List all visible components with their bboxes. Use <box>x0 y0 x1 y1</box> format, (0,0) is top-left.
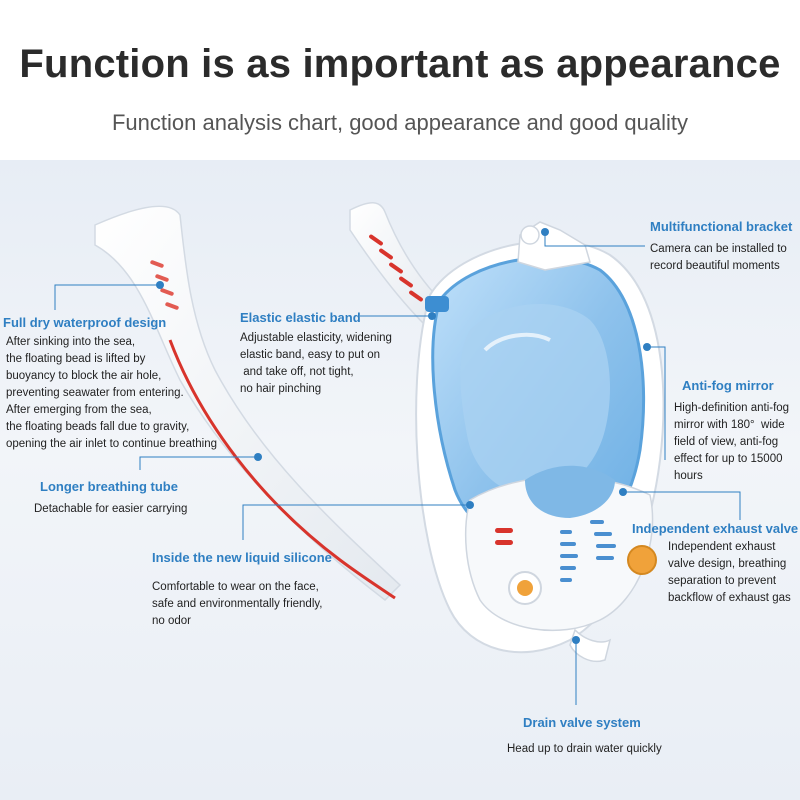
feature-text-line: safe and environmentally friendly, <box>152 598 323 610</box>
feature-tube-title: Longer breathing tube <box>40 479 178 494</box>
feature-text-line: Adjustable elasticity, widening <box>240 332 392 344</box>
feature-dry: Full dry waterproof design After sinking… <box>3 315 217 453</box>
feature-text-line: field of view, anti-fog <box>674 436 779 448</box>
mask-body <box>415 221 665 662</box>
feature-exhaust: Independent exhaust valve Independent ex… <box>632 521 798 607</box>
feature-silicone-title: Inside the new liquid silicone <box>152 550 332 565</box>
feature-text-line: record beautiful moments <box>650 260 780 272</box>
feature-bracket-title: Multifunctional bracket <box>650 219 793 234</box>
feature-text-line: separation to prevent <box>668 575 777 587</box>
feature-text-line: no odor <box>152 615 192 627</box>
feature-dry-text: After sinking into the sea, the floating… <box>6 334 217 453</box>
feature-text-line: Camera can be installed to <box>650 243 787 255</box>
feature-text-line: Comfortable to wear on the face, <box>152 581 319 593</box>
feature-drain: Drain valve system Head up to drain wate… <box>507 715 662 758</box>
feature-text-line: and take off, not tight, <box>240 366 354 378</box>
page-title: Function is as important as appearance <box>19 42 781 86</box>
feature-text-line: Head up to drain water quickly <box>507 743 662 755</box>
header: Function is as important as appearance F… <box>0 0 800 160</box>
feature-text-line: High-definition anti-fog <box>674 402 790 414</box>
feature-text-line: the floating bead is lifted by <box>6 353 146 365</box>
feature-text-line: hours <box>674 470 703 482</box>
feature-text-line: mirror with 180° wide <box>674 419 785 431</box>
feature-text-line: backflow of exhaust gas <box>668 592 791 604</box>
feature-text-line: valve design, breathing <box>668 558 787 570</box>
feature-antifog: Anti-fog mirror High-definition anti-fog… <box>674 378 789 485</box>
feature-text-line: opening the air inlet to continue breath… <box>6 438 217 450</box>
feature-text-line: effect for up to 15000 <box>674 453 783 465</box>
feature-band-text: Adjustable elasticity, widening elastic … <box>240 330 392 398</box>
feature-tube: Longer breathing tube Detachable for eas… <box>34 479 187 518</box>
breathing-tube-left <box>94 205 402 601</box>
feature-drain-text: Head up to drain water quickly <box>507 741 662 758</box>
feature-exhaust-title: Independent exhaust valve <box>632 521 799 536</box>
feature-bracket: Multifunctional bracket Camera can be in… <box>650 219 792 275</box>
feature-antifog-title: Anti-fog mirror <box>682 378 774 393</box>
leader-dots <box>156 228 651 644</box>
feature-text-line: the floating beads fall due to gravity, <box>6 421 190 433</box>
feature-dry-title: Full dry waterproof design <box>3 315 167 330</box>
feature-text-line: buoyancy to block the air hole, <box>6 370 162 382</box>
feature-antifog-text: High-definition anti-fog mirror with 180… <box>674 400 789 485</box>
feature-text-line: Independent exhaust <box>668 541 776 553</box>
feature-band-title: Elastic elastic band <box>240 310 361 325</box>
feature-silicone: Inside the new liquid silicone Comfortab… <box>152 550 332 630</box>
feature-drain-title: Drain valve system <box>523 715 641 730</box>
breathing-tube-right <box>349 202 447 327</box>
feature-tube-text: Detachable for easier carrying <box>34 501 187 518</box>
feature-text-line: Detachable for easier carrying <box>34 503 188 515</box>
feature-silicone-text: Comfortable to wear on the face, safe an… <box>152 579 332 630</box>
feature-text-line: After sinking into the sea, <box>6 336 136 348</box>
leader-lines <box>54 232 741 705</box>
page-subtitle: Function analysis chart, good appearance… <box>111 110 689 135</box>
feature-text-line: After emerging from the sea, <box>6 404 152 416</box>
feature-text-line: no hair pinching <box>240 383 322 395</box>
feature-text-line: elastic band, easy to put on <box>240 349 381 361</box>
feature-text-line: preventing seawater from entering. <box>6 387 184 399</box>
feature-band: Elastic elastic band Adjustable elastici… <box>240 310 392 398</box>
feature-exhaust-text: Independent exhaust valve design, breath… <box>668 539 798 607</box>
feature-bracket-text: Camera can be installed to record beauti… <box>650 241 792 275</box>
